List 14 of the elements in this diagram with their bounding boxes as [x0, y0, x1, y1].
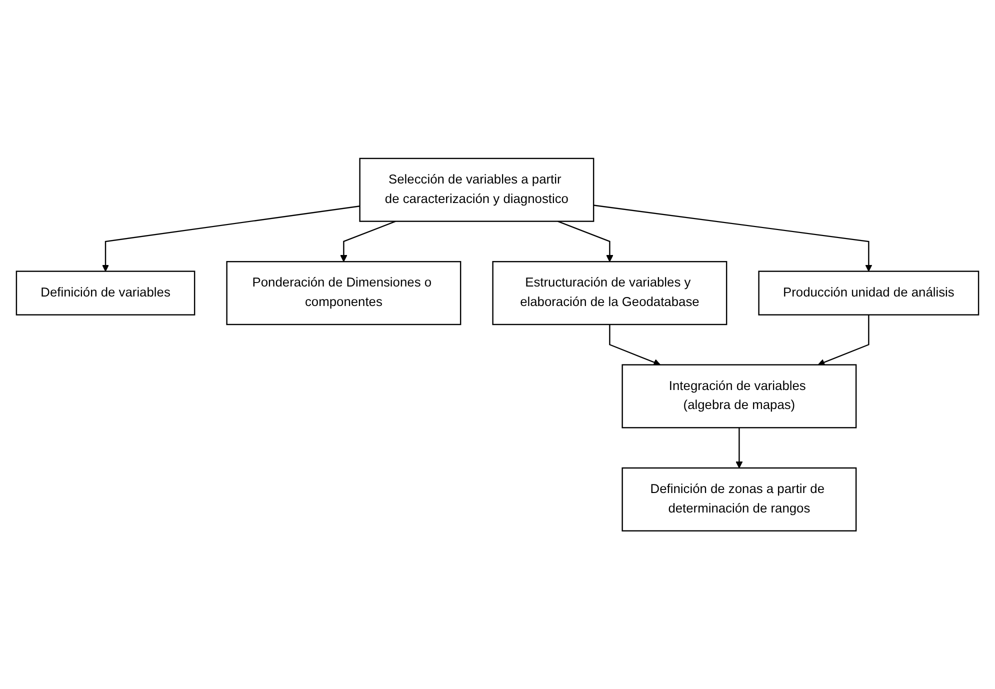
arrow — [594, 204, 872, 272]
node-box: Definición de zonas a partir de determinación de rangos — [622, 467, 857, 532]
node-box: Estructuración de variables y elaboración de la Geodatabase — [492, 260, 728, 325]
node-box: Integración de variables (algebra de mapas) — [622, 364, 857, 428]
node-box: Definición de variables — [16, 270, 196, 316]
arrow — [340, 220, 396, 262]
node-box: Producción unidad de análisis — [758, 270, 980, 316]
arrow — [102, 205, 360, 272]
arrow — [558, 220, 614, 262]
arrow — [736, 428, 743, 468]
arrow — [609, 324, 661, 366]
node-box: Ponderación de Dimensiones o componentes — [226, 260, 462, 325]
node-box: Selección de variables a partir de caracterización y diagnostico — [359, 158, 594, 222]
arrow — [818, 314, 870, 366]
